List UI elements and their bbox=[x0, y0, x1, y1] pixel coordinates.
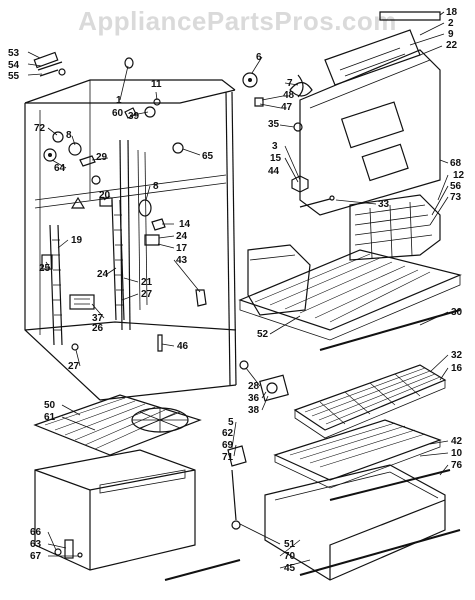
glass-shelf bbox=[273, 419, 442, 489]
part-label-32: 32 bbox=[451, 350, 463, 361]
part-label-63: 63 bbox=[30, 539, 42, 550]
freezer-basket bbox=[349, 194, 441, 261]
part-label-11: 11 bbox=[151, 79, 162, 90]
part-label-19: 19 bbox=[71, 235, 83, 246]
part-label-17: 17 bbox=[176, 243, 188, 254]
part-label-12: 12 bbox=[453, 170, 465, 181]
part-label-27b: 27 bbox=[68, 361, 80, 372]
part-label-50: 50 bbox=[44, 400, 56, 411]
part-label-44: 44 bbox=[268, 166, 280, 177]
drawer-hardware bbox=[54, 539, 83, 559]
part-label-52: 52 bbox=[257, 329, 269, 340]
part-label-16: 16 bbox=[451, 363, 463, 374]
part-label-26: 26 bbox=[92, 323, 104, 334]
part-label-37: 37 bbox=[92, 313, 104, 324]
shelf-rail-left bbox=[49, 224, 63, 346]
crisper-drawer-left bbox=[34, 449, 196, 571]
part-label-24a: 24 bbox=[176, 231, 188, 242]
part-label-73: 73 bbox=[450, 192, 462, 203]
part-label-8a: 8 bbox=[66, 130, 72, 141]
part-label-53: 53 bbox=[8, 48, 20, 59]
freezer-wire-shelf bbox=[238, 249, 462, 341]
damper-control bbox=[227, 445, 247, 530]
part-label-46: 46 bbox=[177, 341, 189, 352]
part-label-28: 28 bbox=[248, 381, 260, 392]
part-label-10: 10 bbox=[451, 448, 463, 459]
part-label-2: 2 bbox=[448, 18, 454, 29]
part-label-45: 45 bbox=[284, 563, 296, 574]
part-label-66: 66 bbox=[30, 527, 42, 538]
part-label-9: 9 bbox=[448, 29, 454, 40]
part-label-60: 60 bbox=[112, 108, 124, 119]
part-label-25: 25 bbox=[39, 263, 51, 274]
part-label-43: 43 bbox=[176, 255, 188, 266]
part-label-7: 7 bbox=[287, 78, 293, 89]
part-label-29: 29 bbox=[96, 152, 108, 163]
part-label-27a: 27 bbox=[141, 289, 153, 300]
part-label-22: 22 bbox=[446, 40, 458, 51]
part-label-55: 55 bbox=[8, 71, 20, 82]
part-label-39: 39 bbox=[128, 111, 140, 122]
wire-wheel-grille bbox=[131, 407, 189, 433]
cabinet-small-parts bbox=[33, 51, 207, 352]
part-label-8b: 8 bbox=[153, 181, 159, 192]
part-label-48: 48 bbox=[283, 90, 295, 101]
part-label-76: 76 bbox=[451, 460, 463, 471]
part-label-56: 56 bbox=[450, 181, 462, 192]
part-label-20: 20 bbox=[99, 190, 111, 201]
rail-76 bbox=[329, 469, 451, 501]
part-label-64: 64 bbox=[54, 163, 66, 174]
part-label-3: 3 bbox=[272, 141, 278, 152]
part-label-36: 36 bbox=[248, 393, 260, 404]
rail-left-lower bbox=[164, 559, 241, 581]
part-label-65: 65 bbox=[202, 151, 214, 162]
cabinet-body bbox=[24, 79, 237, 401]
rail-bottom bbox=[299, 529, 461, 576]
part-label-72: 72 bbox=[34, 123, 46, 134]
evaporator-cover-panel bbox=[242, 11, 441, 216]
part-label-67: 67 bbox=[30, 551, 42, 562]
part-label-54: 54 bbox=[8, 60, 20, 71]
crisper-cover-panel bbox=[33, 394, 202, 456]
ice-bin bbox=[247, 244, 311, 316]
part-label-24b: 24 bbox=[97, 269, 109, 280]
part-label-30: 30 bbox=[451, 307, 463, 318]
part-label-62: 62 bbox=[222, 428, 234, 439]
part-number-labels: 5354551601139728296465674847182922353154… bbox=[8, 7, 465, 574]
part-label-42: 42 bbox=[451, 436, 463, 447]
part-label-51: 51 bbox=[284, 539, 296, 550]
part-label-5: 5 bbox=[228, 417, 234, 428]
part-label-38: 38 bbox=[248, 405, 260, 416]
part-label-71: 71 bbox=[222, 452, 234, 463]
leader-lines bbox=[27, 11, 449, 569]
part-label-15: 15 bbox=[270, 153, 282, 164]
thermostat-housing bbox=[239, 360, 289, 402]
shelf-rail-center bbox=[111, 199, 125, 321]
part-label-6: 6 bbox=[256, 52, 262, 63]
part-label-33: 33 bbox=[378, 199, 390, 210]
crisper-drawer-right bbox=[264, 464, 446, 581]
part-label-69: 69 bbox=[222, 440, 234, 451]
part-label-68: 68 bbox=[450, 158, 462, 169]
part-label-18: 18 bbox=[446, 7, 458, 18]
part-label-70: 70 bbox=[284, 551, 296, 562]
fresh-food-wire-shelf bbox=[293, 364, 447, 439]
part-label-21: 21 bbox=[141, 277, 153, 288]
part-label-61: 61 bbox=[44, 412, 56, 423]
part-label-35: 35 bbox=[268, 119, 280, 130]
rail-30 bbox=[319, 309, 461, 351]
part-label-1: 1 bbox=[116, 95, 122, 106]
part-label-14: 14 bbox=[179, 219, 191, 230]
part-label-47: 47 bbox=[281, 102, 293, 113]
